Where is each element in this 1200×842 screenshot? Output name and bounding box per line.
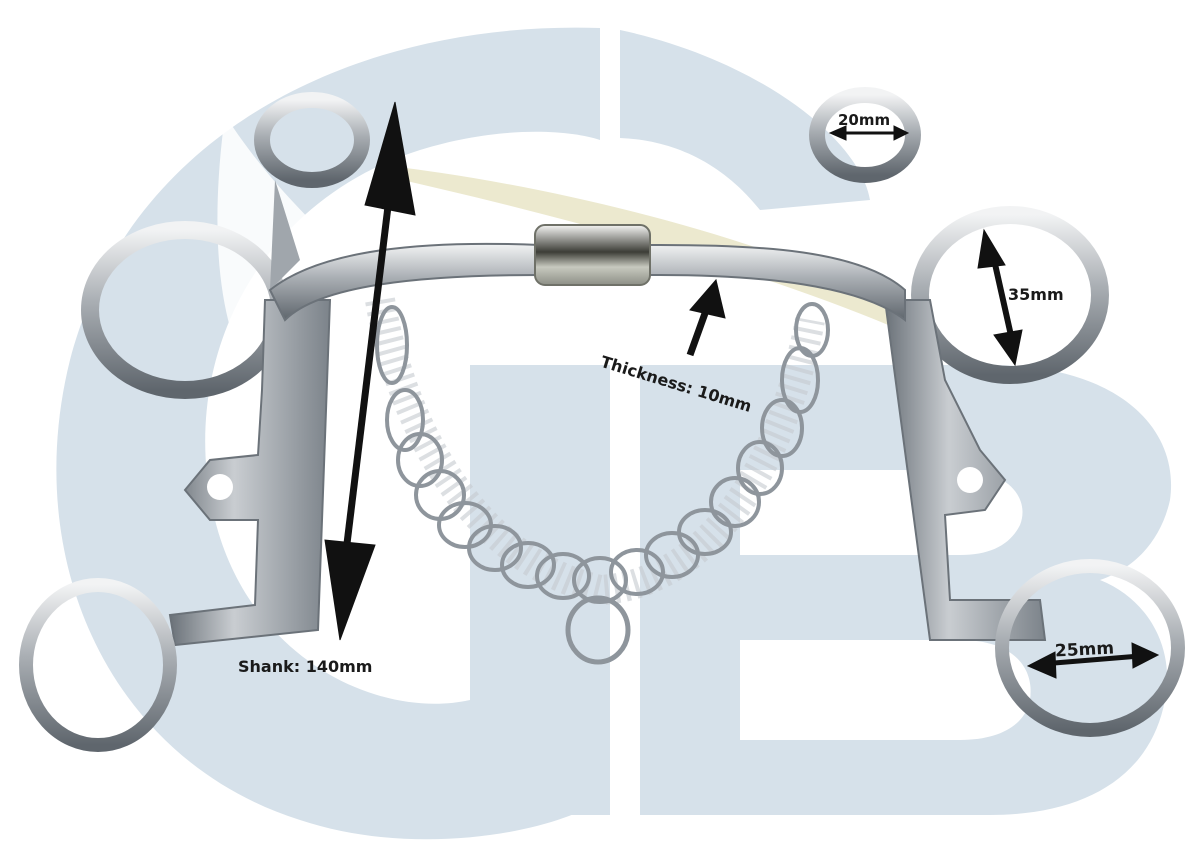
measurement-arrows [324,101,1160,679]
mouthpiece [268,224,906,323]
cheek-ring-size-label: 35mm [1008,285,1064,304]
top-ring-size-label: 20mm [838,111,891,129]
right-cheek-piece [809,87,1185,737]
watermark-logo [56,27,1172,840]
shank-arrow [341,189,394,561]
rein-ring-arrow [1041,653,1141,667]
shank-length-label: Shank: 140mm [238,657,373,676]
left-cheek-piece [19,92,370,752]
rein-ring-size-label: 25mm [1054,638,1115,662]
cheek-ring-arrow [990,254,1015,341]
curb-chain [365,297,830,665]
